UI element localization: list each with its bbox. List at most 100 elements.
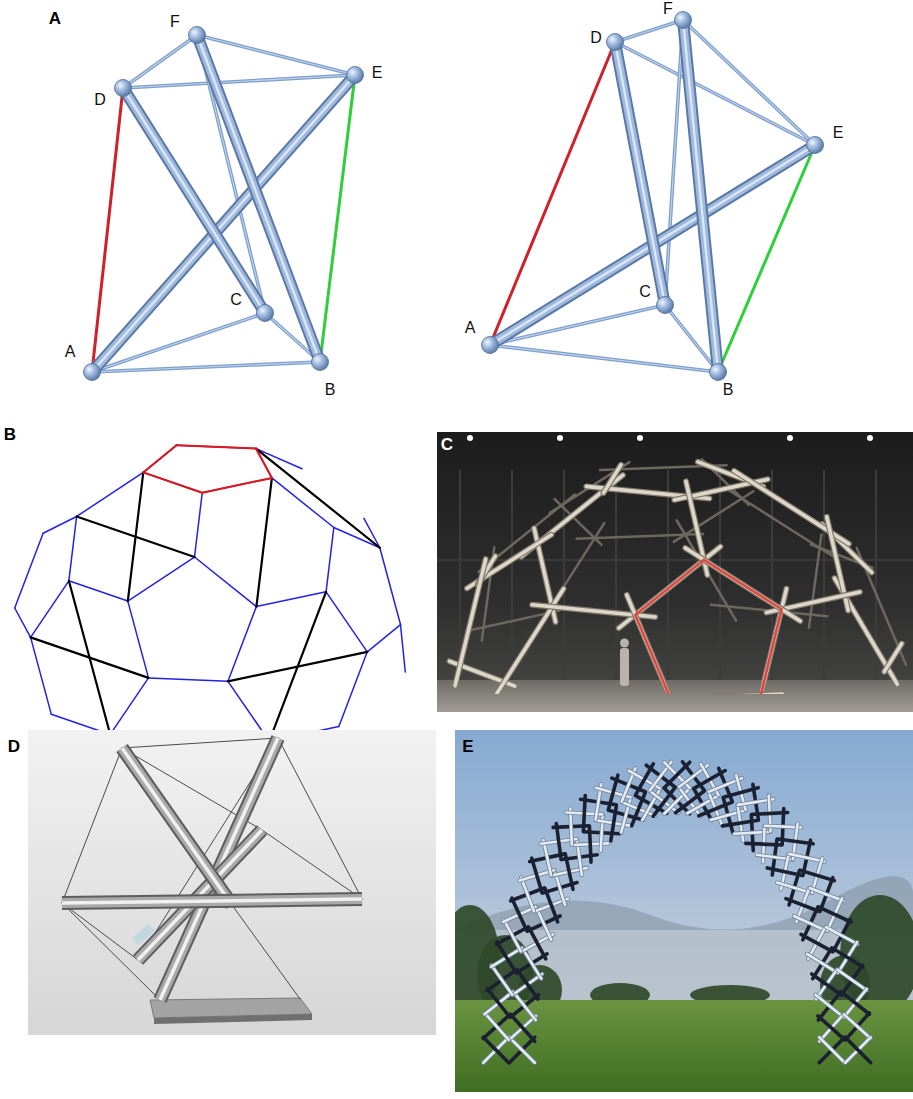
arch-photo [455, 730, 913, 1092]
dome-drawing [15, 445, 406, 741]
cable [197, 35, 355, 75]
vertex-label: E [372, 65, 383, 81]
hub-net-line [69, 516, 77, 580]
grass [455, 1000, 913, 1092]
vertex-label: B [325, 382, 336, 398]
ceiling-light [467, 435, 473, 441]
cable-highlight [615, 20, 683, 42]
vertex-label: E [833, 125, 844, 141]
arch-rod [819, 1037, 844, 1062]
arch-rod [483, 1037, 508, 1062]
joint-sphere [84, 364, 101, 381]
cable [615, 20, 683, 42]
top-pentagon [256, 449, 272, 478]
tension-wire [62, 903, 138, 960]
cable [123, 75, 355, 88]
tension-wire [122, 738, 278, 748]
hub-net-line [401, 625, 406, 672]
person [620, 639, 629, 648]
arch-rod-edge [789, 854, 824, 862]
strut [683, 20, 718, 372]
arch-rod [509, 1037, 534, 1062]
vertex-label: C [230, 292, 242, 308]
cable-highlight [197, 35, 355, 75]
timber-strut [603, 465, 620, 493]
cable-highlight [665, 20, 683, 305]
joint-sphere [482, 337, 499, 354]
hub-net-line [128, 601, 149, 678]
arch-rod-edge [543, 840, 551, 875]
tensegrity-prism [84, 27, 364, 381]
hub-net-line [69, 581, 128, 601]
strut-highlight [197, 35, 320, 362]
arch-rod-edge [509, 1037, 534, 1062]
strut-body [615, 42, 665, 305]
strut-line [256, 449, 380, 548]
top-pentagon [143, 445, 176, 472]
arch-rod-edge [485, 1013, 509, 1040]
arch-rod [845, 1037, 870, 1062]
arch-rod [812, 974, 841, 995]
strut-highlight [123, 88, 265, 313]
arch-rod [511, 1014, 535, 1041]
hub-net-line [202, 478, 272, 493]
arch-rod [513, 992, 535, 1020]
sky [455, 730, 913, 1092]
hub-net-line [177, 445, 256, 448]
panel-letter: C [441, 436, 453, 453]
hub-net-line [43, 516, 76, 533]
arch-rod-edge [504, 920, 521, 952]
clear-fitting [132, 924, 155, 945]
strut-body [683, 20, 718, 372]
arch-rod-edge [521, 878, 534, 912]
timber-strut [884, 644, 901, 672]
hub-net-line [143, 472, 202, 492]
arch-rod-edge [492, 965, 513, 994]
cable-highlight [490, 345, 718, 372]
sculpture-photo [28, 730, 436, 1035]
arch-rod [509, 1037, 534, 1062]
arch-rod [841, 992, 869, 1014]
steel-tube-highlight [122, 748, 232, 905]
arch-rod [807, 954, 838, 973]
arch-rod [794, 916, 827, 931]
dome-photo [437, 432, 913, 718]
ceiling-light [557, 435, 563, 441]
ceiling-light [637, 435, 643, 441]
arch-rod [844, 1014, 871, 1038]
arch-rod [543, 840, 551, 875]
arch-rod [786, 899, 820, 912]
cable-highlight [123, 35, 197, 88]
cable [123, 35, 197, 88]
arch-rod [810, 888, 844, 901]
cable [665, 20, 683, 305]
arch-rod-edge [483, 1037, 508, 1062]
vertex-label: F [170, 14, 180, 30]
hub-net-line [148, 678, 227, 681]
arch-rod-edge [810, 888, 844, 901]
steel-tube-highlight [62, 899, 362, 903]
tensegrity-prism [482, 12, 824, 381]
arch-rod [492, 965, 513, 994]
joint-sphere [675, 12, 692, 29]
top-pentagon [202, 478, 272, 493]
joint-sphere [347, 67, 364, 84]
tension-wire [62, 748, 122, 903]
strut [615, 42, 665, 305]
steel-tube-body [62, 899, 362, 903]
dome-struts [449, 459, 906, 694]
arch-rod-edge [819, 1037, 844, 1062]
tension-wire [232, 905, 300, 999]
steel-tube [62, 899, 362, 903]
top-pentagon [143, 472, 202, 492]
panel-letter: A [49, 10, 61, 27]
strut [197, 35, 320, 362]
hub-net-line [31, 581, 69, 638]
red-cable [92, 88, 123, 372]
hangar-wall [615, 470, 617, 680]
hub-net-line [31, 637, 52, 714]
panel-letter: D [8, 738, 20, 755]
photo-background [437, 432, 913, 712]
